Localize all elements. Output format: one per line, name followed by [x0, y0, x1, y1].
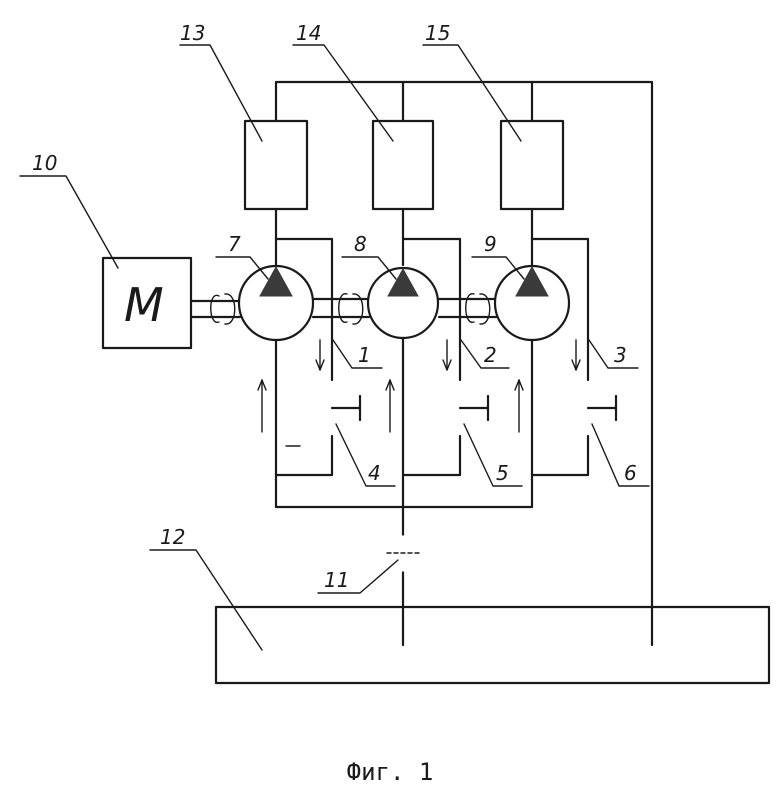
flow-arrow-up-icon: [386, 380, 394, 432]
label-8: 8: [354, 232, 367, 256]
consumer-14: [373, 121, 433, 209]
label-11: 11: [324, 568, 349, 592]
label-12: 12: [160, 525, 185, 549]
label-13: 13: [180, 21, 205, 45]
flow-arrow-up-icon: [515, 380, 523, 432]
rotation-mark-icon: [211, 294, 235, 324]
leader-line-4: [336, 424, 395, 486]
label-5: 5: [496, 461, 509, 485]
label-1: 1: [358, 343, 371, 367]
label-14: 14: [296, 21, 321, 45]
flow-arrow-down-icon: [572, 340, 580, 370]
valve-return-4: [276, 436, 332, 475]
valve-5: [446, 381, 488, 436]
motor-symbol: M: [124, 278, 164, 332]
label-15: 15: [425, 21, 450, 45]
valve-return-5: [403, 436, 460, 475]
valve-4: [318, 381, 360, 436]
label-4: 4: [368, 461, 381, 485]
flow-arrow-down-icon: [443, 340, 451, 370]
valve-6: [574, 381, 616, 436]
leader-line-5: [464, 424, 522, 486]
label-10: 10: [32, 151, 57, 175]
label-6: 6: [624, 461, 637, 485]
tank-12: [216, 607, 769, 683]
leader-line-12: [150, 550, 262, 650]
leader-line-13: [180, 45, 262, 141]
label-2: 2: [484, 343, 497, 367]
label-9: 9: [484, 232, 497, 256]
flow-arrow-down-icon: [316, 340, 324, 370]
valve-return-6: [532, 436, 588, 475]
leader-line-15: [423, 45, 521, 141]
label-3: 3: [614, 343, 627, 367]
consumer-13: [245, 121, 307, 209]
leader-line-10: [20, 176, 118, 268]
flow-arrow-up-icon: [258, 380, 266, 432]
label-7: 7: [228, 232, 241, 256]
figure-caption: Фиг. 1: [0, 758, 780, 786]
consumer-15: [501, 121, 563, 209]
